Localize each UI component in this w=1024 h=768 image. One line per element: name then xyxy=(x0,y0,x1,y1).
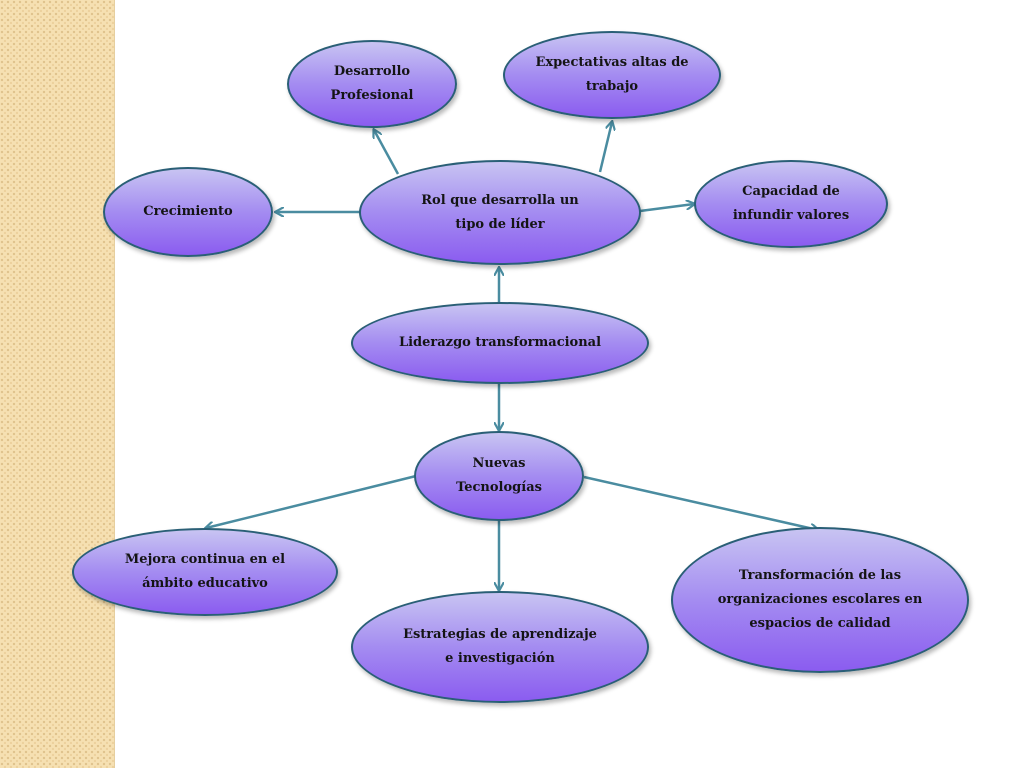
node-nuevas-tecnologias: Nuevas Tecnologías xyxy=(414,431,584,521)
node-label: Rol que desarrolla un tipo de líder xyxy=(421,192,579,232)
node-label: Crecimiento xyxy=(143,204,233,219)
node-expectativas-altas: Expectativas altas de trabajo xyxy=(503,31,721,119)
node-estrategias-aprendizaje: Estrategias de aprendizaje e investigaci… xyxy=(351,591,649,703)
node-label: Capacidad de infundir valores xyxy=(732,184,850,223)
node-label: Mejora continua en el ámbito educativo xyxy=(124,552,286,591)
node-desarrollo-profesional: Desarrollo Profesional xyxy=(287,40,457,128)
node-label: Nuevas Tecnologías xyxy=(456,456,542,495)
node-crecimiento: Crecimiento xyxy=(103,167,273,257)
node-capacidad-valores: Capacidad de infundir valores xyxy=(694,160,888,248)
arrow-nuevas-to-transformacion xyxy=(583,475,818,530)
node-rol-lider: Rol que desarrolla un tipo de líder xyxy=(359,160,641,265)
node-liderazgo-transformacional: Liderazgo transformacional xyxy=(351,302,649,384)
arrow-rol-to-expectativas xyxy=(598,122,612,173)
node-transformacion-organizaciones: Transformación de las organizaciones esc… xyxy=(671,527,969,673)
arrow-rol-to-desarrollo xyxy=(374,130,400,175)
node-label: Expectativas altas de trabajo xyxy=(535,55,689,94)
arrow-nuevas-to-mejora xyxy=(206,474,417,528)
node-label: Estrategias de aprendizaje e investigaci… xyxy=(403,627,597,666)
arrow-rol-to-capacidad xyxy=(639,204,694,213)
node-label: Liderazgo transformacional xyxy=(398,335,602,350)
node-label: Transformación de las organizaciones esc… xyxy=(717,568,923,631)
node-label: Desarrollo Profesional xyxy=(330,64,414,103)
decorative-side-band xyxy=(0,0,115,768)
node-mejora-continua: Mejora continua en el ámbito educativo xyxy=(72,528,338,616)
